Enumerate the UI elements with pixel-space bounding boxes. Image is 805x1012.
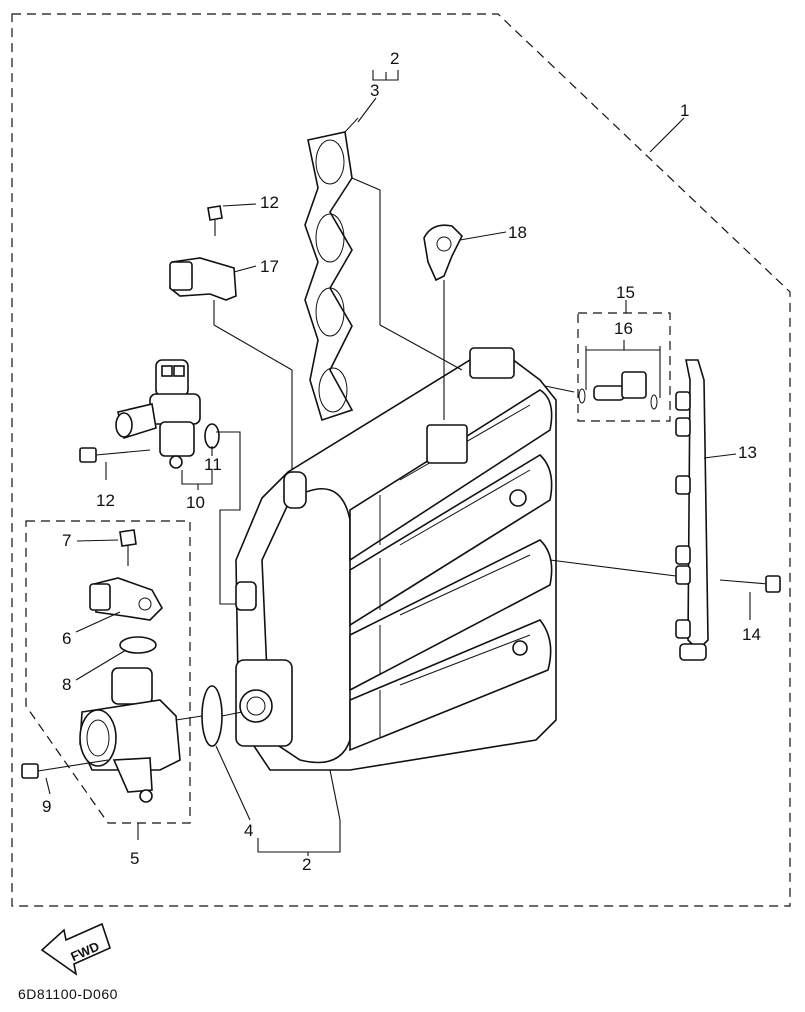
callout-10: 10 xyxy=(186,493,205,512)
assembly-boundary xyxy=(11,13,791,907)
throttle-body xyxy=(79,667,181,803)
fuel-injector xyxy=(578,371,658,410)
callout-15: 15 xyxy=(616,283,635,302)
hose-clip xyxy=(423,224,463,282)
fuel-rail xyxy=(675,359,709,661)
tps-o-ring xyxy=(119,636,157,654)
throttle-body-bolt xyxy=(21,759,109,779)
callout-2-bottom: 2 xyxy=(302,855,311,874)
fuel-rail-bolt xyxy=(719,575,781,593)
pressure-sensor xyxy=(169,257,237,301)
callout-13: 13 xyxy=(738,443,757,462)
callout-5: 5 xyxy=(130,849,139,868)
callout-17: 17 xyxy=(260,257,279,276)
callout-1: 1 xyxy=(680,101,689,120)
diagram-code: 6D81100-D060 xyxy=(18,986,118,1002)
intake-manifold xyxy=(235,347,557,771)
throttle-body-subassembly-boundary xyxy=(25,520,191,824)
callout-4: 4 xyxy=(244,821,253,840)
callout-6: 6 xyxy=(62,629,71,648)
sensor-screw-top xyxy=(207,205,223,236)
leader-lines xyxy=(45,70,751,856)
isc-bolt xyxy=(79,447,151,463)
callout-14: 14 xyxy=(742,625,761,644)
callout-3: 3 xyxy=(370,81,379,100)
idle-speed-control-valve xyxy=(115,359,201,469)
manifold-gasket xyxy=(304,117,359,422)
callout-8: 8 xyxy=(62,675,71,694)
injector-subassembly-boundary xyxy=(577,312,671,422)
callout-18: 18 xyxy=(508,223,527,242)
callout-labels: 1 2 3 12 17 18 15 16 13 11 12 10 7 6 8 9… xyxy=(42,49,761,874)
callout-11: 11 xyxy=(204,455,222,474)
callout-2-top: 2 xyxy=(390,49,399,68)
callout-7: 7 xyxy=(62,531,71,550)
tps-screw xyxy=(119,529,137,566)
isc-o-ring xyxy=(204,423,220,449)
callout-12-left: 12 xyxy=(96,491,115,510)
callout-12-top: 12 xyxy=(260,193,279,212)
forward-arrow-icon: FWD xyxy=(40,922,111,976)
throttle-gasket xyxy=(201,685,223,747)
callout-9: 9 xyxy=(42,797,51,816)
throttle-position-sensor xyxy=(89,577,163,621)
callout-16: 16 xyxy=(614,319,633,338)
